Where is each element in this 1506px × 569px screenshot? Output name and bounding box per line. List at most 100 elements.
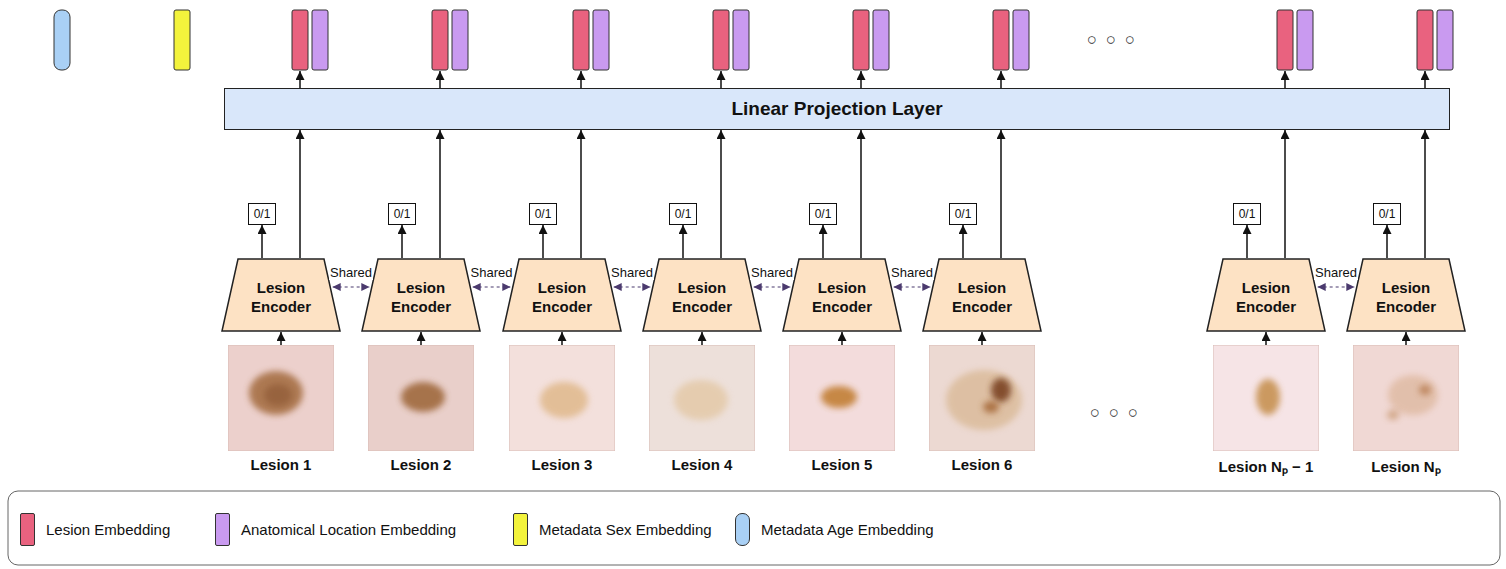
- legend-item: Anatomical Location Embedding: [215, 513, 456, 546]
- node-label: Lesion Encoder: [1366, 279, 1446, 317]
- flow-arrow: [1284, 130, 1286, 258]
- binary-output-box: 0/1: [388, 203, 416, 225]
- lesion-embedding-bar: [993, 10, 1009, 70]
- edge-label: Shared: [890, 266, 934, 280]
- lesion-encoder: Lesion Encoder: [361, 258, 481, 332]
- node-label: 0/1: [1239, 208, 1256, 220]
- dermoscopy-image: [1353, 345, 1459, 451]
- lesion-embedding-bar: [432, 10, 448, 70]
- shared-weights-link: [894, 286, 931, 287]
- node-label: Lesion 4: [672, 456, 733, 473]
- location-embedding-bar: [873, 10, 889, 70]
- flow-arrow: [1386, 225, 1388, 258]
- binary-output-box: 0/1: [1373, 203, 1401, 225]
- flow-arrow: [580, 130, 582, 258]
- lesion-image: Lesion Nₚ: [1353, 345, 1459, 451]
- lesion-image: Lesion 2: [368, 345, 474, 451]
- flow-arrow: [1405, 332, 1407, 345]
- shared-weights-link: [1318, 286, 1355, 287]
- legend-item: Metadata Age Embedding: [735, 513, 934, 546]
- lesion-image: Lesion 3: [509, 345, 615, 451]
- lesion-embedding-bar: [1417, 10, 1433, 70]
- node-label: 0/1: [955, 208, 972, 220]
- flow-arrow: [682, 225, 684, 258]
- location-embedding-bar: [312, 10, 328, 70]
- location-embedding-bar: [733, 10, 749, 70]
- location-embedding-bar: [593, 10, 609, 70]
- lesion-encoder: Lesion Encoder: [642, 258, 762, 332]
- binary-output-box: 0/1: [669, 203, 697, 225]
- shared-weights-link: [473, 286, 511, 287]
- dermoscopy-image: [789, 345, 895, 451]
- lesion-embedding-bar: [292, 10, 308, 70]
- legend-swatch: [735, 513, 750, 546]
- node-label: Lesion Encoder: [522, 279, 602, 317]
- flow-arrow: [701, 332, 703, 345]
- flow-arrow: [1265, 332, 1267, 345]
- flow-arrow: [561, 332, 563, 345]
- node-label: Lesion Encoder: [1226, 279, 1306, 317]
- node-label: Lesion Nₚ − 1: [1219, 456, 1314, 476]
- flow-arrow: [720, 130, 722, 258]
- legend-item: Lesion Embedding: [20, 513, 170, 546]
- flow-arrow: [401, 225, 403, 258]
- dermoscopy-image: [228, 345, 334, 451]
- flow-arrow: [261, 225, 263, 258]
- shared-weights-link: [333, 286, 370, 287]
- binary-output-box: 0/1: [1233, 203, 1261, 225]
- binary-output-box: 0/1: [809, 203, 837, 225]
- flow-arrow: [1246, 225, 1248, 258]
- legend-swatch: [20, 513, 35, 546]
- flow-arrow: [860, 130, 862, 258]
- output-arrow: [1000, 71, 1002, 88]
- lesion-embedding-bar: [853, 10, 869, 70]
- edge-label: Shared: [1314, 266, 1358, 280]
- output-arrows: [300, 71, 1425, 88]
- lesion-image: Lesion 4: [649, 345, 755, 451]
- shared-weights-link: [754, 286, 791, 287]
- ellipsis: ○ ○ ○: [1087, 30, 1137, 50]
- flow-arrow: [1424, 130, 1426, 258]
- lesion-encoder: Lesion Encoder: [1206, 258, 1326, 332]
- node-label: Lesion Encoder: [241, 279, 321, 317]
- dermoscopy-image: [368, 345, 474, 451]
- edge-label: Shared: [610, 266, 654, 280]
- flow-arrow: [542, 225, 544, 258]
- node-label: Lesion Encoder: [662, 279, 742, 317]
- lesion-embedding-bar: [573, 10, 589, 70]
- output-arrow: [580, 71, 582, 88]
- legend-text: Metadata Sex Embedding: [539, 521, 712, 538]
- legend-swatch: [513, 513, 528, 546]
- embedding-bars: [54, 10, 1453, 70]
- node-label: Lesion 1: [251, 456, 312, 473]
- node-label: 0/1: [535, 208, 552, 220]
- flow-arrow: [822, 225, 824, 258]
- node-label: 0/1: [254, 208, 271, 220]
- node-label: Lesion 6: [952, 456, 1013, 473]
- flow-arrow: [280, 332, 282, 345]
- node-label: Lesion 5: [812, 456, 873, 473]
- binary-output-box: 0/1: [529, 203, 557, 225]
- flow-arrow: [1000, 130, 1002, 258]
- flow-arrow: [981, 332, 983, 345]
- legend-swatch: [215, 513, 230, 546]
- lesion-encoder: Lesion Encoder: [782, 258, 902, 332]
- node-label: 0/1: [815, 208, 832, 220]
- lesion-image: Lesion 6: [929, 345, 1035, 451]
- output-arrow: [720, 71, 722, 88]
- sex-embedding-bar: [174, 10, 190, 70]
- flow-arrow: [841, 332, 843, 345]
- lesion-embedding-bar: [1277, 10, 1293, 70]
- node-label: Lesion Encoder: [381, 279, 461, 317]
- edge-label: Shared: [470, 266, 514, 280]
- embedding-pairs: [292, 10, 1453, 70]
- node-label: 0/1: [394, 208, 411, 220]
- lesion-image: Lesion 1: [228, 345, 334, 451]
- location-embedding-bar: [1437, 10, 1453, 70]
- edge-label: Shared: [329, 266, 373, 280]
- node-label: 0/1: [675, 208, 692, 220]
- node-label: 0/1: [1379, 208, 1396, 220]
- node-label: Lesion Nₚ: [1371, 456, 1440, 476]
- output-arrow: [1424, 71, 1426, 88]
- flow-arrow: [299, 130, 301, 258]
